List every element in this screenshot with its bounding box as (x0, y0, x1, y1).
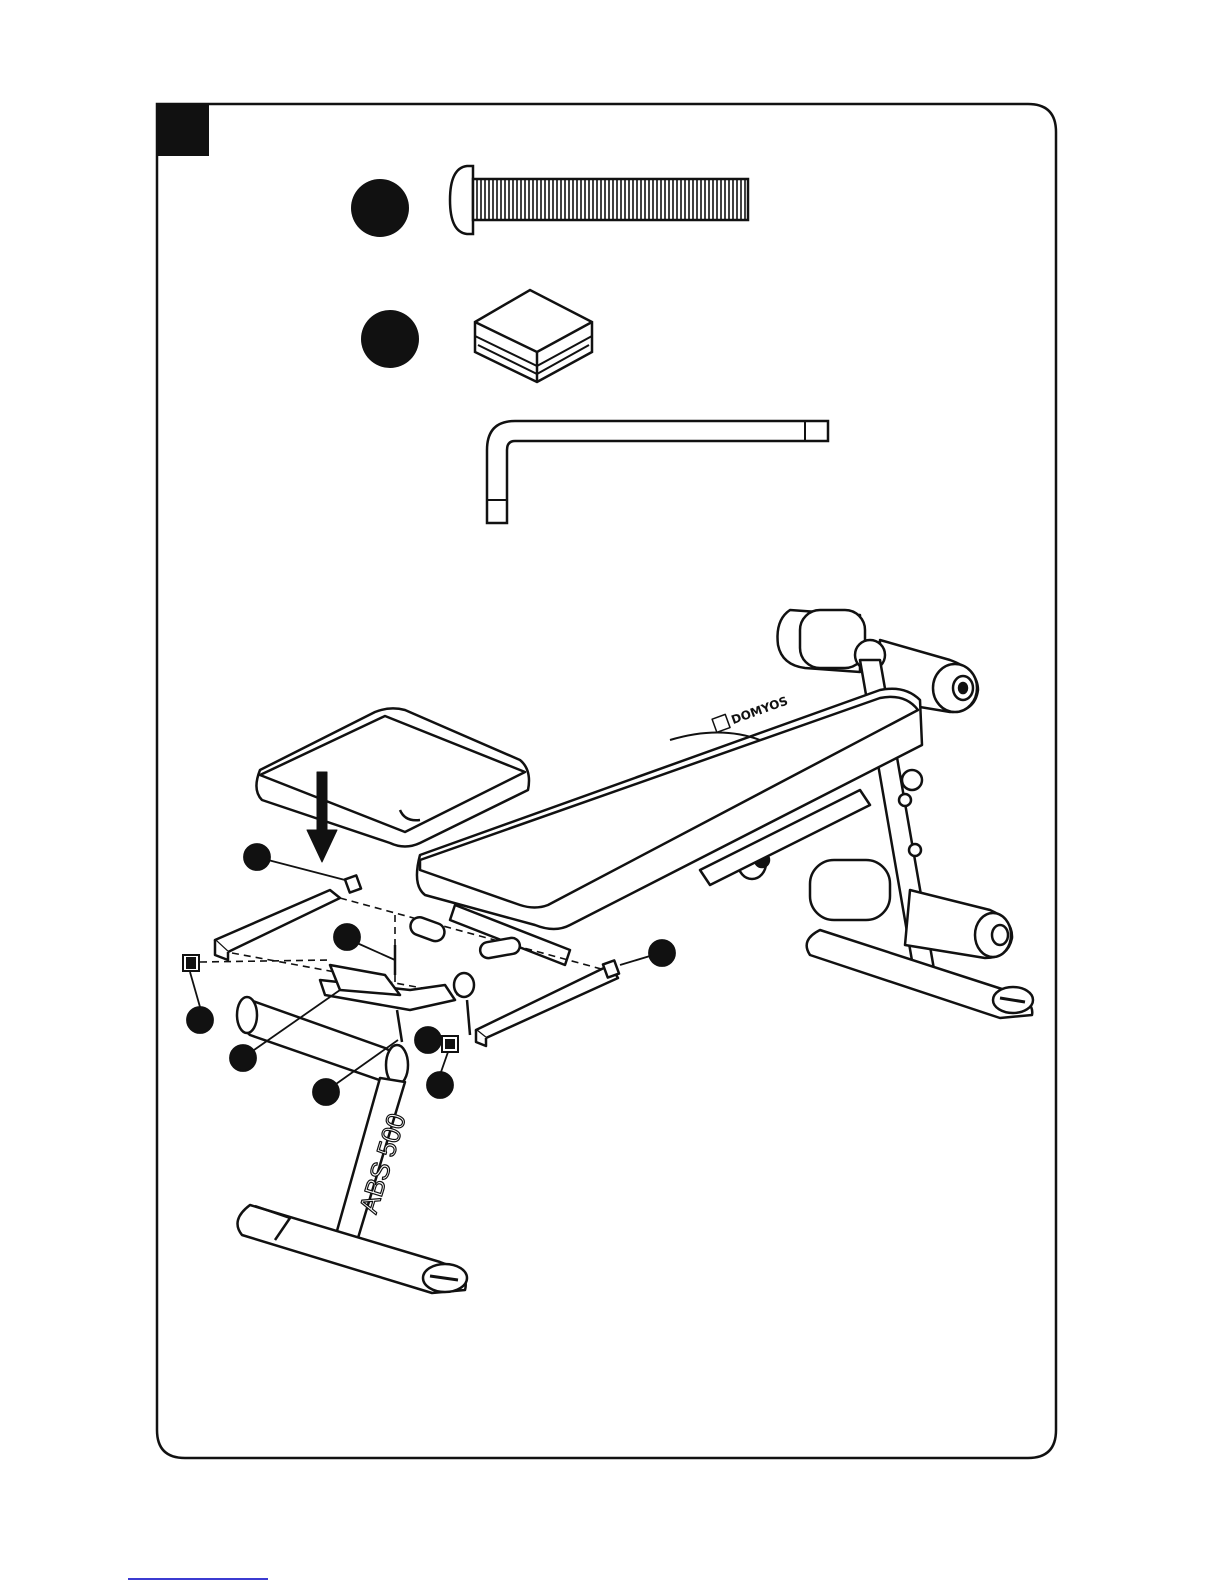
seat-right-rail (476, 965, 618, 1038)
bench-assembly: DOMYOS (200, 610, 1033, 1293)
seat-pad (256, 708, 529, 846)
callout-dot (187, 1007, 213, 1033)
square-end-cap-icon (361, 290, 592, 382)
footer-link-underline (128, 1578, 268, 1580)
callout-dot (415, 1027, 441, 1053)
callout-dot (244, 844, 270, 870)
brand-logo-text: DOMYOS (729, 694, 789, 727)
callout-dot-bolt (351, 179, 409, 237)
callout-dot (334, 924, 360, 950)
callout-dot (313, 1079, 339, 1105)
callout-dot-end-cap (361, 310, 419, 368)
callout-dot (427, 1072, 453, 1098)
allen-key-icon (487, 421, 828, 523)
callout-dot (230, 1045, 256, 1071)
front-roller (237, 997, 408, 1085)
callout-dot (649, 940, 675, 966)
bolt-icon (351, 166, 748, 237)
seat-left-rail (215, 890, 340, 952)
